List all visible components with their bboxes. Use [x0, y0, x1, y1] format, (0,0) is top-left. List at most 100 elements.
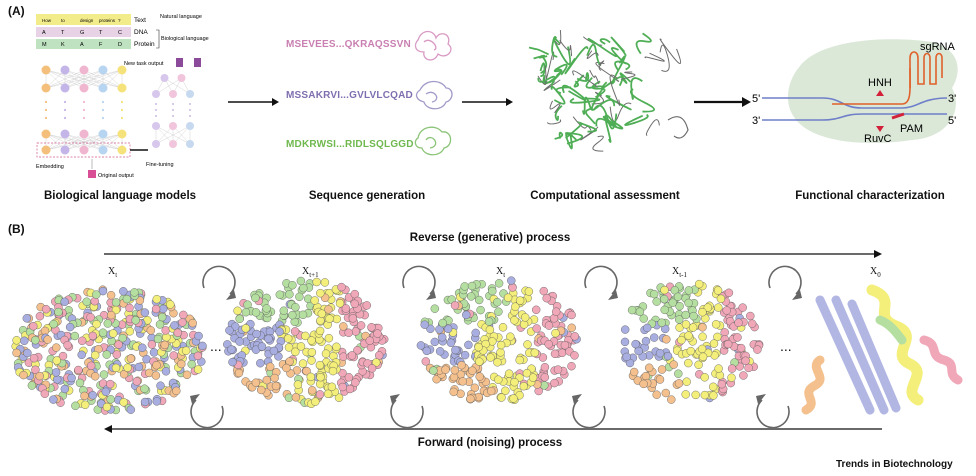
residue-bead: [140, 397, 150, 407]
residue-bead: [51, 368, 61, 377]
residue-bead: [344, 328, 353, 338]
residue-bead: [698, 308, 707, 317]
network-node: [41, 129, 51, 139]
residue-bead: [188, 318, 197, 328]
residue-bead: [498, 323, 508, 332]
journal-credit: Trends in Biotechnology: [836, 459, 953, 470]
arrow-assess-to-function: [694, 97, 751, 107]
residue-bead: [698, 332, 707, 341]
network-node: [82, 108, 86, 112]
residue-bead: [523, 340, 532, 349]
ruvc-label: RuvC: [864, 133, 892, 145]
residue-bead: [130, 288, 139, 297]
residue-bead: [351, 327, 360, 336]
protein-ribbon: [549, 100, 561, 114]
residue-bead: [521, 313, 530, 322]
residue-bead: [494, 279, 504, 288]
residue-bead: [421, 357, 430, 366]
network-node: [152, 122, 160, 130]
residue-bead: [53, 375, 62, 384]
protein-row-label: Protein: [134, 41, 155, 48]
residue-bead: [177, 359, 186, 369]
protein-ribbon: [528, 46, 550, 56]
residue-bead: [467, 292, 476, 301]
embedding-label: Embedding: [36, 164, 64, 170]
residue-bead: [560, 340, 570, 350]
residue-bead: [348, 314, 358, 323]
residue-bead: [138, 343, 147, 353]
residue-bead: [299, 283, 308, 293]
token-dna: T: [99, 30, 103, 36]
residue-bead: [262, 304, 271, 313]
residue-bead: [118, 333, 127, 343]
residue-bead: [158, 304, 168, 314]
residue-bead: [341, 304, 351, 313]
residue-bead: [694, 360, 703, 370]
residue-bead: [98, 328, 108, 337]
residue-bead: [234, 368, 244, 378]
residue-bead: [691, 390, 700, 400]
residue-bead: [522, 368, 532, 378]
network-node: [79, 83, 89, 93]
text-row-label: Text: [134, 17, 146, 24]
caption-computational-assessment: Computational assessment: [530, 190, 680, 202]
residue-bead: [166, 300, 175, 309]
protein-ribbon: [602, 115, 624, 130]
protein-ribbon: [610, 36, 627, 57]
residue-bead: [334, 393, 344, 402]
protein-ribbon: [554, 105, 563, 121]
residue-bead: [722, 306, 731, 315]
residue-bead: [58, 351, 68, 361]
five-prime-top-left: 5': [752, 93, 760, 105]
protein-ribbon: [585, 107, 596, 125]
residue-bead: [487, 386, 496, 396]
residue-bead: [709, 339, 719, 348]
residue-bead: [744, 363, 753, 373]
residue-bead: [542, 294, 551, 303]
residue-bead: [429, 366, 438, 375]
residue-bead: [90, 372, 100, 381]
residue-bead: [639, 379, 648, 389]
residue-bead: [290, 327, 300, 336]
residue-bead: [88, 391, 98, 400]
residue-bead: [657, 318, 666, 327]
residue-bead: [737, 343, 746, 353]
residue-bead: [484, 317, 494, 326]
residue-bead: [738, 303, 747, 312]
residue-bead: [111, 298, 121, 307]
protein-ribbon: [553, 37, 572, 65]
residue-bead: [251, 293, 260, 303]
ellipsis-right: ...: [780, 338, 792, 354]
network-node: [169, 122, 177, 130]
residue-bead: [551, 328, 560, 338]
residue-bead: [675, 302, 684, 311]
residue-bead: [12, 348, 21, 358]
protein-ribbon: [598, 60, 605, 71]
residue-bead: [295, 292, 304, 301]
residue-bead: [362, 301, 371, 310]
residue-bead: [310, 296, 319, 305]
residue-bead: [291, 393, 301, 402]
residue-bead: [667, 395, 676, 404]
residue-bead: [450, 365, 459, 375]
residue-bead: [123, 363, 132, 372]
residue-bead: [507, 276, 516, 285]
residue-bead: [126, 405, 136, 414]
network-node: [82, 100, 86, 104]
residue-bead: [663, 351, 673, 361]
residue-bead: [102, 350, 111, 359]
network-node: [152, 90, 160, 98]
residue-bead: [630, 367, 639, 377]
residue-bead: [307, 348, 317, 357]
protein-ribbon: [609, 74, 621, 106]
residue-bead: [275, 290, 284, 299]
residue-bead: [125, 327, 135, 336]
residue-bead: [161, 326, 170, 335]
network-node: [79, 145, 89, 155]
residue-bead: [307, 356, 316, 365]
residue-bead: [316, 372, 325, 382]
loop: [875, 315, 907, 345]
residue-bead: [140, 384, 149, 393]
protein-ribbon: [564, 46, 589, 75]
residue-bead: [302, 366, 311, 376]
